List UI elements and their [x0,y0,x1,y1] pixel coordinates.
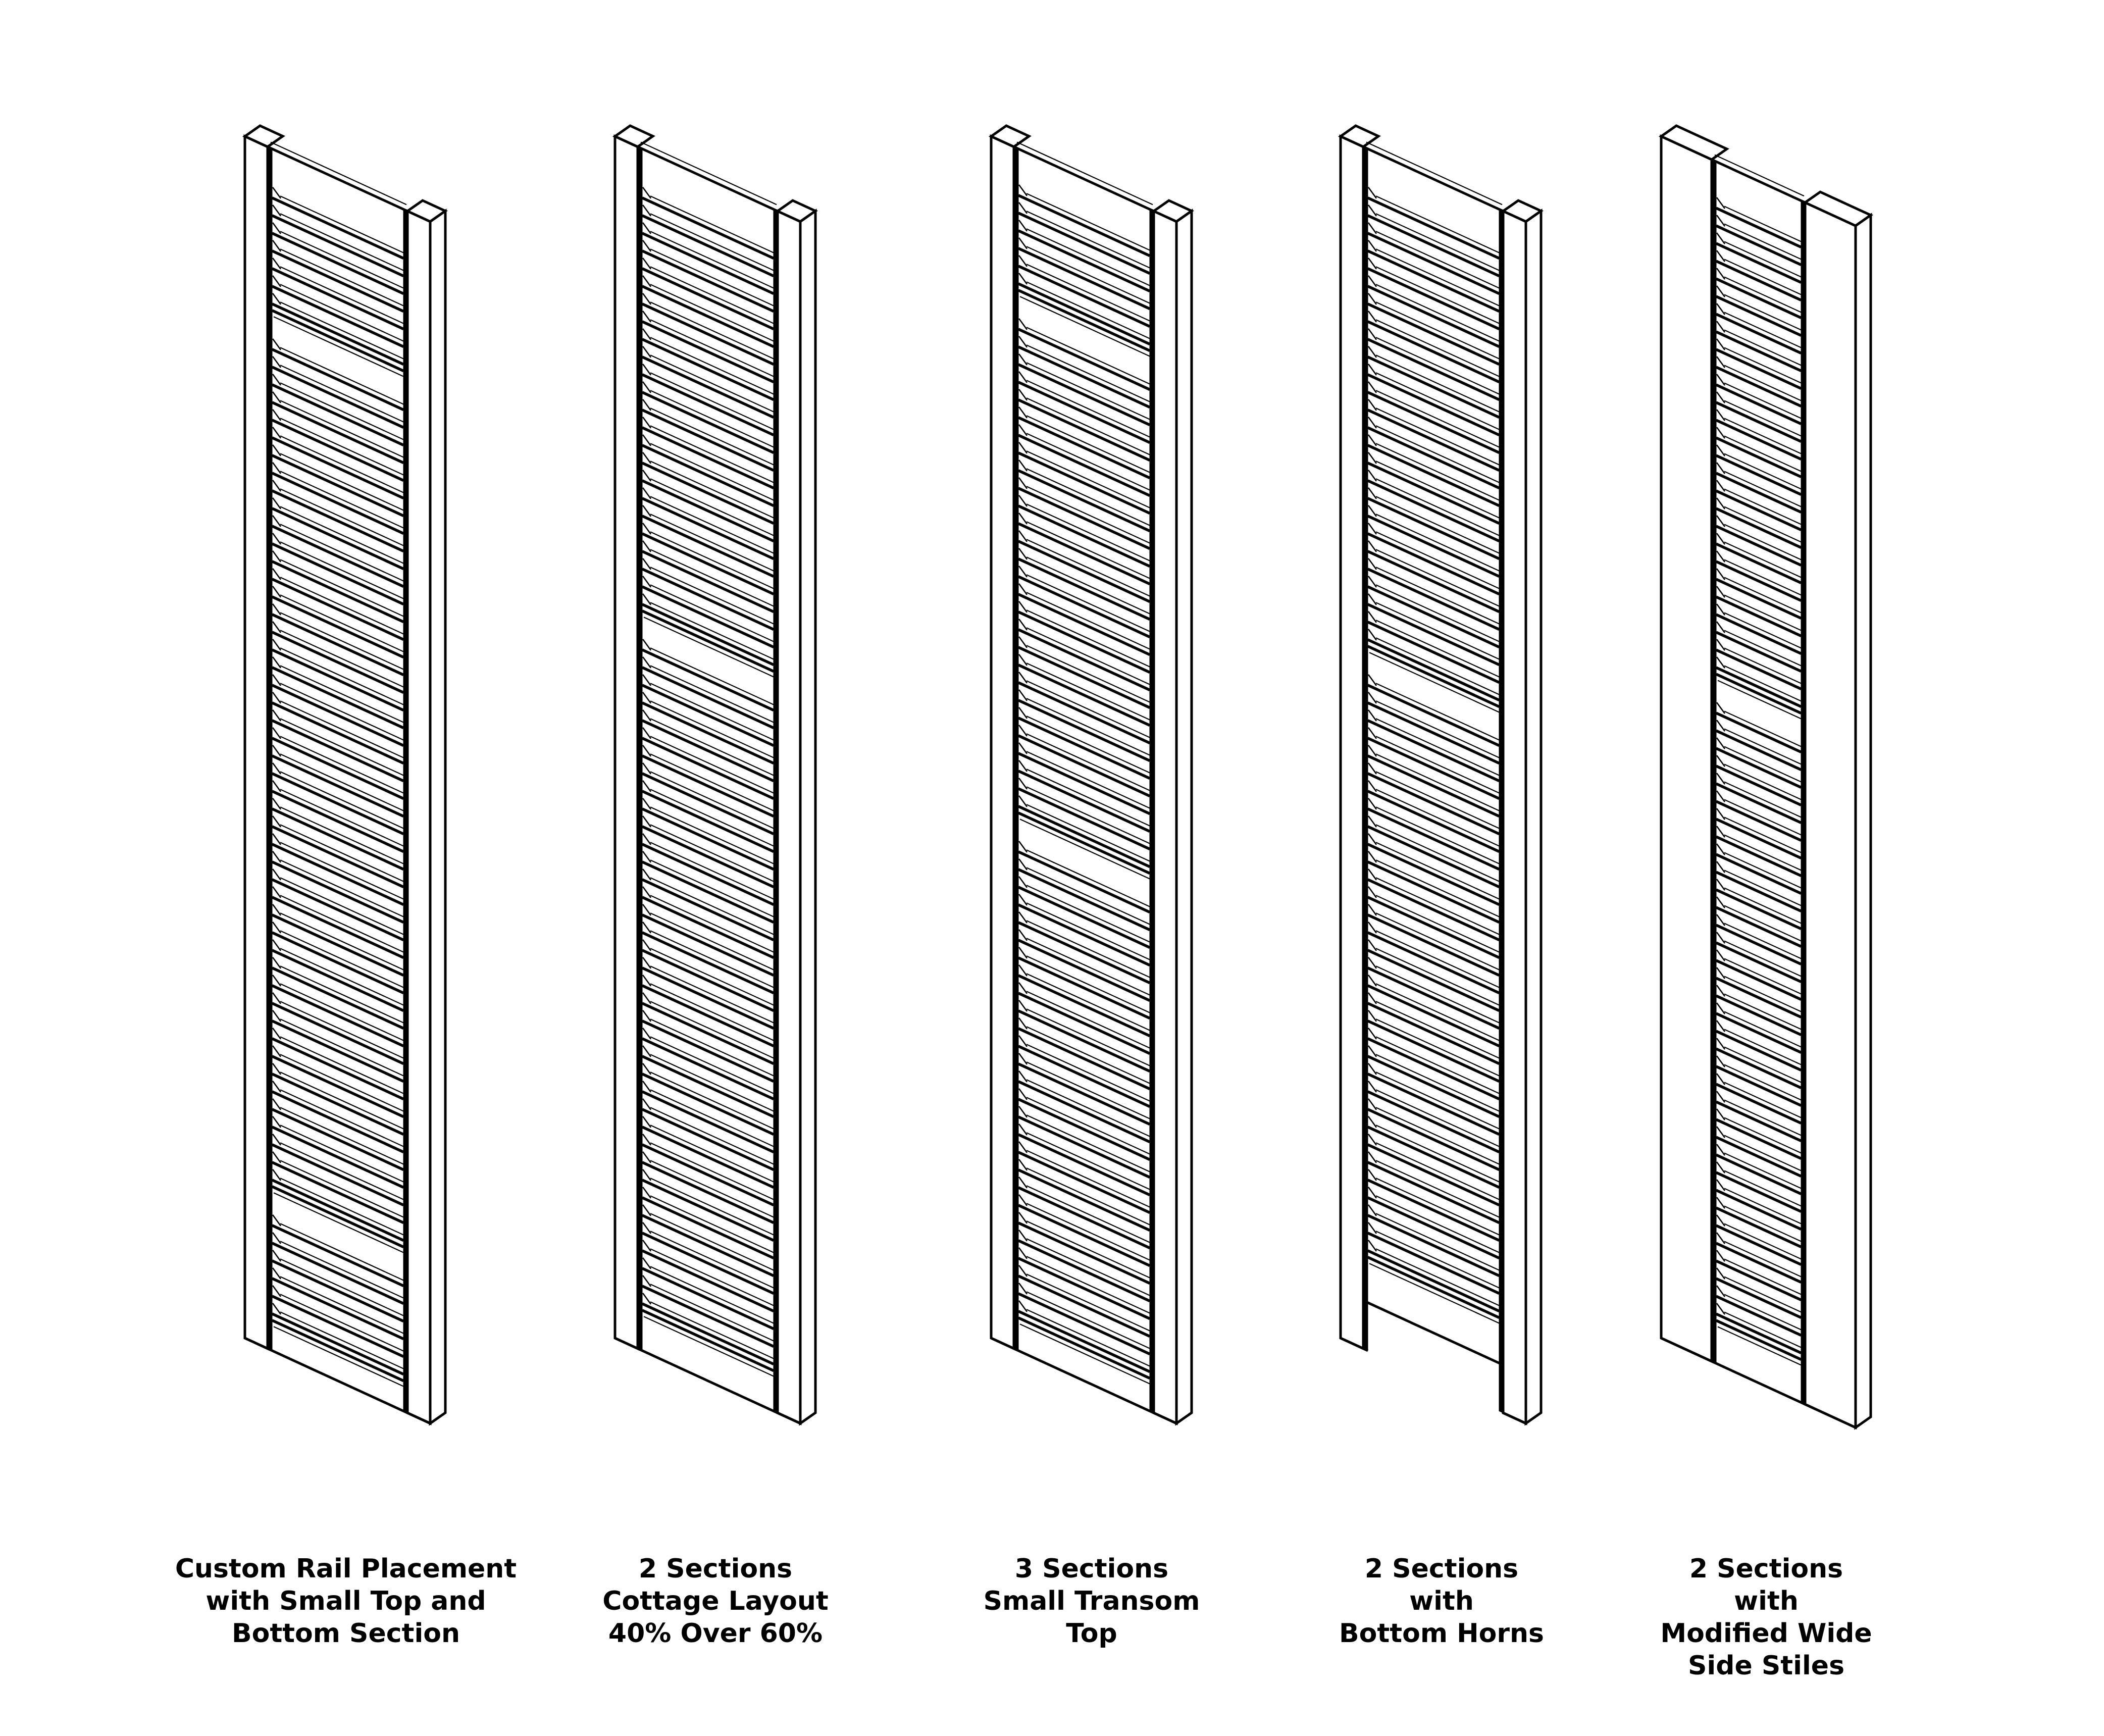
shutter-bottom-horns [1338,124,1544,1426]
shutter-custom-rail-placement [242,124,448,1426]
shutter-cottage-layout [612,124,818,1426]
shutter-small-transom-top [988,124,1195,1426]
shutter-modified-wide-side-stiles [1658,124,1874,1430]
